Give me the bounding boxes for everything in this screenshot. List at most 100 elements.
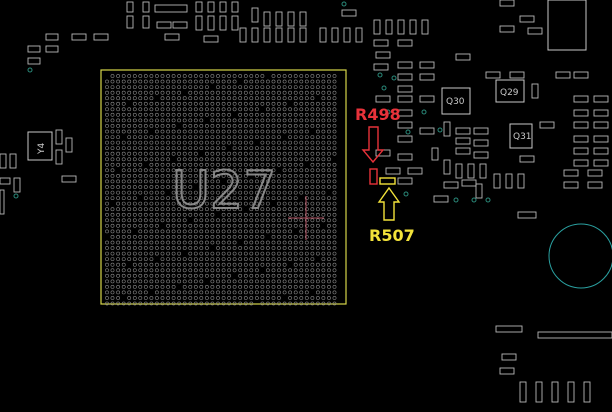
- transistor-q31[interactable]: Q31: [509, 123, 533, 149]
- bga-ball: [149, 223, 154, 228]
- bga-ball: [221, 185, 226, 189]
- bga-ball: [182, 135, 187, 140]
- crystal-y4[interactable]: Y4: [27, 131, 53, 161]
- bga-ball: [327, 107, 331, 112]
- bga-ball: [149, 151, 154, 156]
- bga-ball: [210, 251, 215, 256]
- bga-ball: [332, 101, 337, 106]
- bga-ball: [304, 140, 309, 145]
- r507-highlight[interactable]: R507: [369, 177, 415, 245]
- bga-ball: [299, 135, 304, 140]
- bga-ball: [304, 173, 309, 178]
- bga-ball: [182, 240, 187, 245]
- bga-ball: [254, 118, 259, 123]
- passive-component: [65, 137, 73, 153]
- bga-ball: [249, 229, 254, 234]
- bga-ball: [182, 107, 187, 112]
- bga-ball: [249, 257, 254, 262]
- bga-ball: [132, 162, 137, 167]
- bga-ball: [304, 218, 309, 223]
- bga-ball: [221, 135, 226, 140]
- bga-ball: [193, 179, 198, 184]
- bga-ball: [105, 173, 109, 178]
- bga-ball: [288, 201, 293, 206]
- bga-ball: [116, 234, 121, 239]
- bga-ball: [160, 251, 165, 256]
- bga-ball: [232, 279, 237, 284]
- r507-label: R507: [369, 226, 415, 245]
- bga-ball: [332, 79, 337, 84]
- bga-ball: [315, 90, 320, 95]
- bga-ball: [121, 212, 126, 217]
- bga-ball: [166, 234, 171, 239]
- bga-ball: [105, 240, 109, 245]
- bga-ball: [254, 296, 259, 300]
- cross-marker: [288, 196, 324, 240]
- passive-component: [172, 21, 188, 29]
- bga-ball: [210, 273, 215, 278]
- bga-ball: [310, 185, 315, 189]
- bga-ball: [271, 173, 276, 178]
- passive-component: [195, 1, 203, 13]
- bga-ball: [204, 157, 209, 162]
- bga-ball: [210, 284, 215, 289]
- bga-ball: [249, 212, 254, 217]
- bga-ball: [154, 251, 159, 256]
- passive-component: [563, 169, 579, 177]
- bga-ball: [149, 112, 154, 117]
- bga-ball: [238, 296, 243, 300]
- bga-ball: [143, 151, 148, 156]
- bga-ball: [315, 85, 320, 90]
- bga-ball: [204, 146, 209, 151]
- bga-ball: [288, 229, 293, 234]
- bga-ball: [210, 101, 215, 106]
- bga-ball: [327, 223, 331, 228]
- bga-ball: [105, 251, 109, 256]
- passive-component: [343, 27, 351, 43]
- bga-ball: [227, 246, 232, 250]
- bga-ball: [204, 273, 209, 278]
- bga-ball: [149, 284, 154, 289]
- bga-ball: [227, 112, 232, 117]
- bga-ball: [132, 90, 137, 95]
- bga-ball: [221, 218, 226, 223]
- bga-ball: [332, 96, 337, 101]
- bga-ball: [138, 251, 143, 256]
- bga-ball: [160, 135, 165, 140]
- bga-ball: [182, 223, 187, 228]
- bga-ball: [105, 118, 109, 123]
- bga-ball: [166, 112, 171, 117]
- bga-u27[interactable]: U27: [100, 69, 347, 306]
- transistor-q29[interactable]: Q29: [495, 79, 525, 103]
- bga-ball: [105, 212, 109, 217]
- bga-ball: [282, 257, 287, 262]
- bga-ball: [238, 185, 243, 189]
- bga-ball: [315, 157, 320, 162]
- bga-ball: [171, 279, 176, 284]
- transistor-q30[interactable]: Q30: [441, 87, 471, 115]
- passive-component: [251, 7, 259, 23]
- bga-ball: [310, 140, 315, 145]
- bga-ball: [288, 234, 293, 239]
- bga-ball: [204, 296, 209, 300]
- r498-highlight[interactable]: R498: [355, 105, 401, 185]
- bga-ball: [127, 240, 132, 245]
- passive-component: [61, 175, 77, 183]
- bga-ball: [132, 296, 137, 300]
- bga-ball: [282, 101, 287, 106]
- bga-ball: [254, 90, 259, 95]
- passive-component: [555, 71, 571, 79]
- bga-ball: [293, 85, 298, 90]
- bga-ball: [260, 301, 265, 306]
- bga-ball: [227, 218, 232, 223]
- bga-ball: [154, 173, 159, 178]
- bga-ball: [166, 173, 171, 178]
- bga-ball: [143, 296, 148, 300]
- bga-ball: [116, 157, 121, 162]
- bga-ball: [260, 218, 265, 223]
- bga-ball: [304, 179, 309, 184]
- bga-ball: [177, 151, 182, 156]
- bga-ball: [138, 268, 143, 273]
- bga-ball: [143, 290, 148, 295]
- bga-ball: [260, 96, 265, 101]
